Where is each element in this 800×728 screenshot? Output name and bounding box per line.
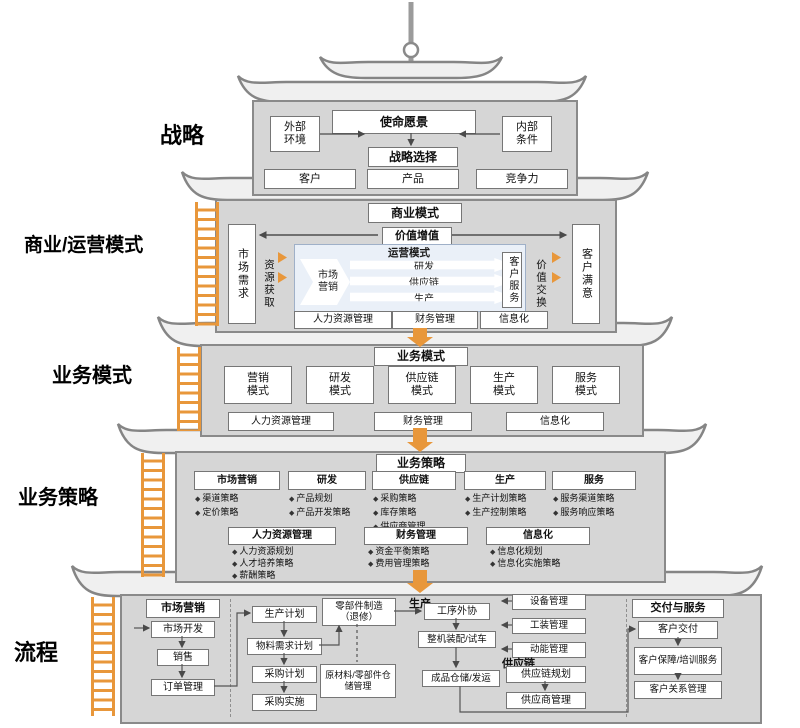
crm-box: 客户关系管理: [634, 681, 722, 699]
bullet-item: 服务响应策略: [553, 506, 645, 520]
biz-model-title-box: 业务模式: [374, 347, 468, 366]
outsourcing-box: 工序外协: [424, 603, 490, 620]
purchase-exec-box: 采购实施: [252, 694, 317, 711]
value-exchange-label: 价值交换: [535, 259, 547, 309]
bullet-item: 供应商管理: [373, 520, 465, 534]
side-label-business-ops: 商业/运营模式: [24, 235, 144, 256]
customer-support-box: 客户保障/培训服务: [634, 647, 722, 675]
prod-plan-box: 生产计划: [252, 606, 317, 623]
internal-conditions-box: 内部 条件: [502, 116, 552, 152]
production-model-box: 生产 模式: [470, 366, 538, 404]
production-arrow: 生产: [350, 290, 514, 304]
purchase-plan-box: 采购计划: [252, 666, 317, 683]
market-demand-box: 市场需求: [228, 224, 256, 324]
l2-it-box: 信息化: [480, 311, 548, 329]
l2-finance-box: 财务管理: [392, 311, 478, 329]
bullet-item: 费用管理策略: [368, 558, 468, 570]
side-label-process: 流程: [14, 640, 59, 665]
section-divider-left: [230, 599, 231, 717]
mrp-box: 物料需求计划: [247, 638, 322, 655]
l3-it-box: 信息化: [506, 412, 604, 431]
customer-satisfaction-box: 客户满意: [572, 224, 600, 324]
side-label-strategy: 战略: [160, 123, 205, 148]
bullet-item: 生产计划策略: [465, 492, 557, 506]
l4-it-bullets: 信息化规划 信息化实施策略: [490, 546, 590, 570]
bullet-item: 信息化规划: [490, 546, 590, 558]
business-model-title-box: 商业模式: [368, 203, 462, 223]
resource-acquire-label: 资源获取: [263, 259, 275, 309]
l4-rd-bullets: 产品规划 产品开发策略: [289, 492, 381, 520]
l5-marketing-title: 市场营销: [146, 599, 220, 618]
ladder-icon-level5: [91, 597, 115, 716]
competitiveness-box: 竞争力: [476, 169, 568, 189]
bullet-item: 产品规划: [289, 492, 381, 506]
sc-plan-box: 供应链规划: [506, 666, 586, 683]
l4-finance-box: 财务管理: [364, 527, 468, 545]
l3-finance-box: 财务管理: [374, 412, 472, 431]
supply-chain-model-box: 供应链 模式: [388, 366, 456, 404]
l4-header-rd: 研发: [288, 471, 366, 490]
market-dev-box: 市场开发: [151, 621, 215, 638]
l4-finance-bullets: 资金平衡策略 费用管理策略: [368, 546, 468, 570]
bullet-item: 薪酬策略: [232, 570, 332, 582]
bullet-item: 信息化实施策略: [490, 558, 590, 570]
finished-warehouse-box: 成品仓储/发运: [422, 670, 500, 687]
external-environment-box: 外部 环境: [270, 116, 320, 152]
l4-header-service: 服务: [552, 471, 636, 490]
bullet-item: 采购策略: [373, 492, 465, 506]
ladder-icon-level4: [141, 453, 165, 577]
bullet-item: 渠道策略: [195, 492, 283, 506]
bullet-item: 人才培养策略: [232, 558, 332, 570]
operating-model-title: 运营模式: [388, 247, 430, 259]
section-divider-right: [626, 599, 627, 717]
ladder-icon-level2: [195, 202, 219, 326]
l4-hr-box: 人力资源管理: [228, 527, 336, 545]
service-model-box: 服务 模式: [552, 366, 620, 404]
raw-warehouse-box: 原材料/零部件仓储管理: [320, 664, 396, 698]
equipment-mgmt-box: 设备管理: [512, 594, 586, 610]
value-add-label: 价值增值: [382, 227, 452, 245]
l4-marketing-bullets: 渠道策略 定价策略: [195, 492, 283, 520]
order-mgmt-box: 订单管理: [151, 679, 215, 696]
bullet-item: 产品开发策略: [289, 506, 381, 520]
strategy-choice-box: 战略选择: [368, 147, 458, 167]
l4-header-marketing: 市场营销: [194, 471, 280, 490]
l3-hr-box: 人力资源管理: [228, 412, 334, 431]
roof-cap: [318, 56, 504, 80]
bullet-item: 定价策略: [195, 506, 283, 520]
l4-header-supply: 供应链: [372, 471, 456, 490]
ladder-icon-level3: [177, 347, 201, 431]
side-label-biz-strategy: 业务策略: [18, 487, 98, 509]
marketing-model-box: 营销 模式: [224, 366, 292, 404]
bullet-item: 资金平衡策略: [368, 546, 468, 558]
customer-box: 客户: [264, 169, 356, 189]
assembly-box: 整机装配/试车: [418, 631, 496, 648]
l4-production-bullets: 生产计划策略 生产控制策略: [465, 492, 557, 520]
l4-service-bullets: 服务渠道策略 服务响应策略: [553, 492, 645, 520]
l4-supply-bullets: 采购策略 库存策略 供应商管理: [373, 492, 465, 534]
bullet-item: 库存策略: [373, 506, 465, 520]
spire-finial: [402, 41, 420, 59]
l4-it-box: 信息化: [486, 527, 590, 545]
l4-header-production: 生产: [464, 471, 546, 490]
tooling-mgmt-box: 工装管理: [512, 618, 586, 634]
mission-vision-box: 使命愿景: [332, 110, 476, 134]
side-label-biz-model: 业务模式: [52, 365, 132, 387]
supplier-mgmt-box: 供应商管理: [506, 692, 586, 709]
customer-service-box: 客户服务: [502, 252, 522, 308]
rd-arrow: 研发: [350, 258, 514, 272]
sales-box: 销售: [157, 649, 209, 666]
roof-1: [236, 75, 588, 104]
bullet-item: 人力资源规划: [232, 546, 332, 558]
parts-mfg-box: 零部件制造 （退修）: [322, 598, 396, 626]
l4-hr-bullets: 人力资源规划 人才培养策略 薪酬策略: [232, 546, 332, 582]
l2-hr-box: 人力资源管理: [294, 311, 392, 329]
customer-delivery-box: 客户交付: [638, 621, 718, 639]
bullet-item: 服务渠道策略: [553, 492, 645, 506]
rd-model-box: 研发 模式: [306, 366, 374, 404]
l5-delivery-title: 交付与服务: [632, 599, 724, 618]
product-box: 产品: [367, 169, 459, 189]
bullet-item: 生产控制策略: [465, 506, 557, 520]
supply-chain-arrow: 供应链: [350, 274, 514, 288]
